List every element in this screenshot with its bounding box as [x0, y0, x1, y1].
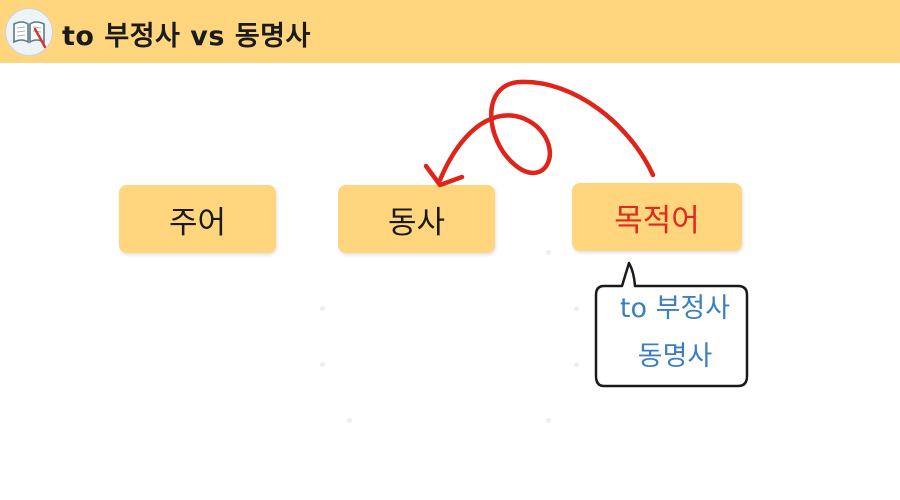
- dot: [546, 418, 551, 423]
- arrow-line: [437, 79, 656, 183]
- dot: [574, 362, 579, 367]
- book-icon: [5, 8, 53, 56]
- subject-box: 주어: [119, 185, 276, 253]
- book-icon-graphic: [13, 21, 47, 49]
- bubble-line-1: to 부정사: [619, 293, 731, 324]
- dot: [546, 250, 551, 255]
- bubble-text: to 부정사 동명사: [600, 285, 750, 381]
- header-bar: to 부정사 vs 동명사: [0, 0, 900, 63]
- object-box: 목적어: [572, 183, 742, 251]
- arrow-head-icon: [423, 163, 465, 188]
- dot: [320, 362, 325, 367]
- speech-bubble: [594, 261, 749, 388]
- page-title: to 부정사 vs 동명사: [62, 21, 311, 52]
- verb-box: 동사: [338, 185, 495, 253]
- dot: [574, 306, 579, 311]
- dot: [320, 306, 325, 311]
- dot: [347, 418, 352, 423]
- bubble-line-2: 동명사: [637, 341, 713, 372]
